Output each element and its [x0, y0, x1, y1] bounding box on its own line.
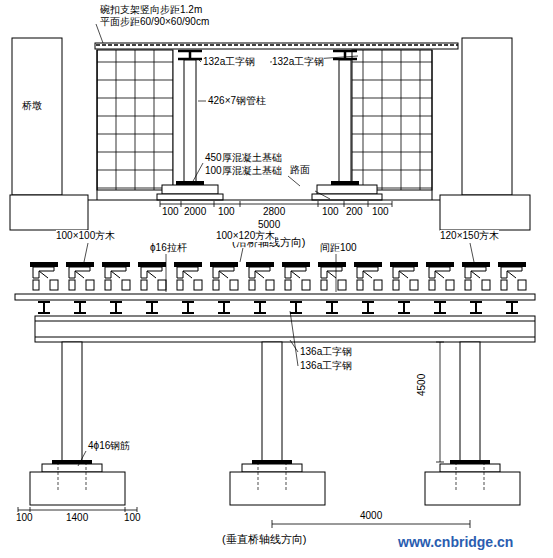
part-label: 450厚混凝土基础 — [205, 152, 282, 164]
steel-pipe-columns — [62, 342, 480, 462]
part-label: 4ϕ16钢筋 — [88, 440, 130, 452]
pier-footing — [440, 195, 530, 230]
main-i-beam — [35, 316, 535, 342]
dimension: 100 — [322, 206, 339, 218]
part-label: 120×150方木 — [440, 230, 499, 242]
dimension: 2000 — [184, 206, 206, 218]
dimension: 4500 — [416, 374, 428, 396]
part-label: 136a工字钢 — [300, 346, 352, 358]
dimension: 100 — [16, 512, 33, 524]
part-label: 间距100 — [320, 242, 357, 254]
concrete-base — [317, 185, 377, 194]
note-text: 平面步距60/90×60/90cm — [100, 16, 209, 28]
i-beam — [178, 51, 202, 59]
view-caption: (垂直桥轴线方向) — [222, 533, 306, 545]
pier — [12, 38, 62, 195]
distribution-i-beams — [30, 301, 534, 315]
dimension: 100 — [162, 206, 179, 218]
part-label: ϕ16拉杆 — [150, 242, 187, 254]
part-label: 100×120方木 — [216, 230, 275, 242]
part-label: 桥墩 — [22, 100, 42, 112]
part-label: 132a工字钢 — [203, 56, 255, 68]
pier — [462, 38, 512, 195]
dimension: 100 — [372, 206, 389, 218]
part-label: 426×7钢管柱 — [208, 95, 266, 107]
concrete-base — [162, 185, 218, 194]
dimension: 100 — [124, 512, 141, 524]
steel-pipe-column — [339, 60, 351, 182]
note-text: 碗扣支架竖向步距1.2m — [100, 4, 202, 16]
road-surface — [88, 200, 440, 201]
part-label: 100×100方木 — [56, 230, 115, 242]
dimension: 2800 — [263, 206, 285, 218]
scaffold-grid — [97, 50, 173, 190]
watermark: www.cnbridge.cn — [398, 536, 513, 548]
timber-brackets — [30, 262, 534, 292]
part-label: 132a工字钢 — [272, 56, 324, 68]
part-label: 136a工字钢 — [300, 360, 352, 372]
dimension: 4000 — [360, 510, 382, 522]
dimension: 1400 — [66, 512, 88, 524]
deck-formwork — [95, 43, 458, 49]
part-label: 100厚混凝土基础 — [205, 165, 282, 177]
dimension: 100 — [218, 206, 235, 218]
part-label: 路面 — [290, 164, 310, 176]
column-footings — [30, 464, 520, 505]
dimension: 200 — [346, 206, 363, 218]
pier-footing — [10, 195, 88, 230]
deck-plank — [15, 294, 535, 300]
steel-pipe-column — [184, 60, 196, 182]
scaffold-grid — [352, 50, 432, 190]
